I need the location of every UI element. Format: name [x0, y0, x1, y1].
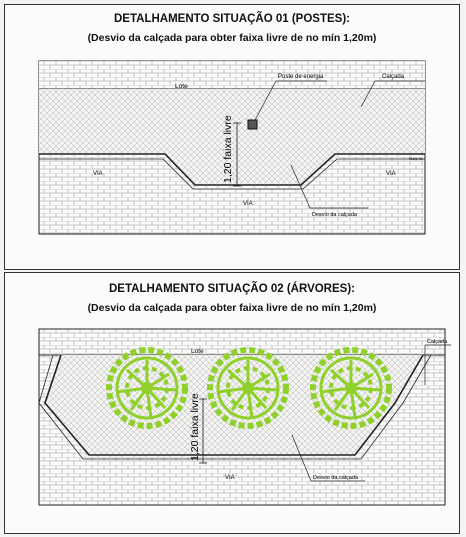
- via-bottom-label: VIA: [243, 201, 253, 207]
- via-right-label: VIA: [386, 171, 396, 177]
- curb-inner-line-2: [38, 354, 432, 460]
- situation-02-panel: DETALHAMENTO SITUAÇÃO 02 (ÁRVORES): (Des…: [4, 272, 460, 534]
- situation-01-plan: Lote Poste de energia Calçada 1,20 faixa…: [38, 60, 426, 235]
- poste-label: Poste de energia: [278, 74, 324, 80]
- faixa-livre-label: 1,20 faixa livre: [222, 115, 234, 183]
- situation-02-title: DETALHAMENTO SITUAÇÃO 02 (ÁRVORES):: [109, 283, 355, 295]
- calcada-label-2: Calçada: [427, 339, 448, 345]
- situation-01-subtitle: (Desvio da calçada para obter faixa livr…: [87, 32, 377, 44]
- situation-02-plan: Lote Calçada 1,20 faixa livre VIA Desvio…: [38, 328, 451, 506]
- curb-inner-line: [39, 158, 425, 190]
- curb-line: [39, 153, 425, 186]
- energy-pole-icon: [247, 119, 258, 130]
- situation-01-title: DETALHAMENTO SITUAÇÃO 01 (POSTES):: [114, 13, 350, 25]
- sidewalk-area: [39, 89, 425, 185]
- lote-label-2: Lote: [191, 348, 204, 355]
- calcada-label: Calçada: [382, 74, 405, 80]
- via-left-label: VIA: [93, 171, 103, 177]
- desvio-label: Desvio da calçada: [312, 212, 358, 218]
- faixa-livre-label-2: 1,20 faixa livre: [189, 393, 201, 461]
- situation-01-panel: DETALHAMENTO SITUAÇÃO 01 (POSTES): (Desv…: [4, 4, 460, 270]
- situation-02-subtitle: (Desvio da calçada para obter faixa livr…: [87, 302, 377, 314]
- via-label-2: VIA: [225, 475, 235, 481]
- lote-area: [39, 61, 425, 89]
- curb-line-2: [44, 354, 424, 456]
- desvio-label-2: Desvio da calçada: [313, 475, 359, 481]
- meio-fio-label: Meio fio: [409, 156, 424, 161]
- lote-label: Lote: [175, 83, 188, 90]
